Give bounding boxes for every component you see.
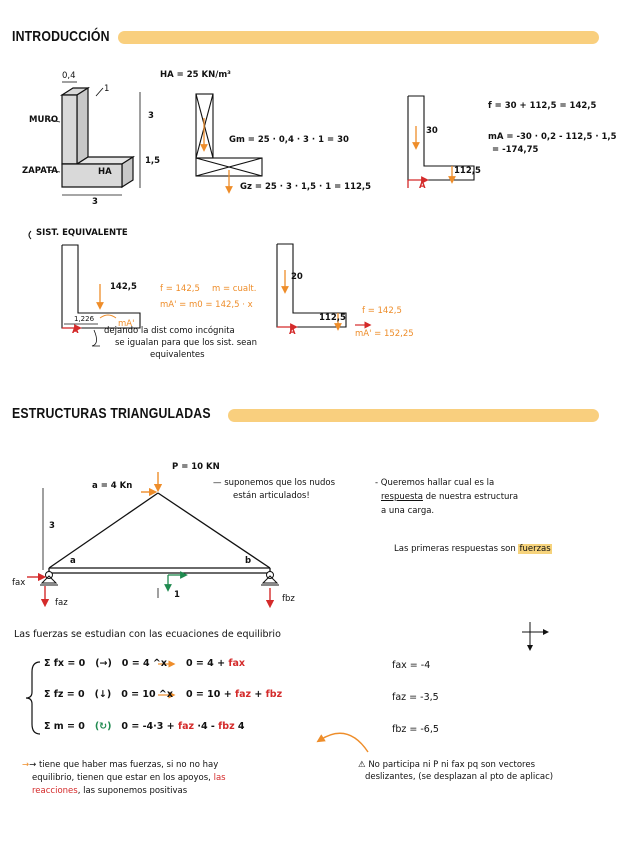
assumption-line1: — suponemos que los nudos	[213, 478, 336, 488]
equiv-distance: 1,226	[74, 315, 95, 323]
reaction-faz: faz	[55, 598, 68, 608]
point-a-label: A	[419, 181, 426, 191]
dim-height: 3	[148, 111, 154, 121]
truss-load-p: P = 10 KN	[172, 462, 220, 472]
first-responses: Las primeras respuestas son fuerzas	[394, 544, 552, 554]
l-wall-3d-drawing	[59, 86, 136, 189]
label-zapata: ZAPATA	[22, 166, 58, 176]
right-point-a: A	[289, 327, 296, 337]
right-load-112: 112,5	[319, 313, 346, 323]
node-b: b	[245, 556, 252, 566]
question-line3: a una carga.	[381, 506, 435, 516]
section-title-introduccion: INTRODUCCIÓN	[12, 28, 110, 45]
reactions-note-line3: reacciones, las suponemos positivas	[32, 786, 188, 796]
keyword-respuesta: respuesta	[381, 492, 423, 502]
reactions-note-line2: equilibrio, tienen que estar en los apoy…	[32, 773, 226, 783]
moment-a: mA = -30 · 0,2 - 112,5 · 1,5	[488, 132, 617, 142]
load-30: 30	[426, 126, 438, 136]
dim-top: 0,4	[62, 71, 76, 81]
weight-zapata: Gz = 25 · 3 · 1,5 · 1 = 112,5	[240, 182, 372, 192]
equiv-moment-any: m = cualt.	[212, 284, 257, 294]
equiv-force: f = 142,5	[160, 284, 200, 294]
moment-a-result: = -174,75	[492, 145, 539, 155]
equiv-moment-label: mA'	[118, 319, 135, 329]
question-line2: respuesta de nuestra estructura	[381, 492, 519, 502]
reaction-fax: fax	[12, 578, 26, 588]
sliding-vectors-note-line1: ⚠ No participa ni P ni fax pq son vector…	[358, 760, 536, 770]
resultant-force: f = 30 + 112,5 = 142,5	[488, 101, 597, 111]
sliding-vectors-note-line2: deslizantes, (se desplazan al pto de apl…	[365, 772, 554, 782]
equiv-title: SIST. EQUIVALENTE	[36, 228, 128, 238]
equiv-note-line2: se igualan para que los sist. sean	[115, 338, 257, 348]
truss-drawing	[48, 492, 271, 574]
equiv-note-line3: equivalentes	[150, 350, 205, 360]
eq-row-fz: Σ fz = 0 (↓) 0 = 10 ^x	[44, 689, 173, 700]
equilibrium-intro: Las fuerzas se estudian con las ecuacion…	[14, 629, 281, 640]
equiv-point-a: A	[72, 326, 79, 336]
truss-height: 3	[49, 521, 55, 531]
truss-load-left: a = 4 Kn	[92, 481, 133, 491]
equiv-load: 142,5	[110, 282, 137, 292]
reaction-fbz: fbz	[282, 594, 295, 604]
keyword-fuerzas: fuerzas	[518, 544, 552, 554]
node-a: a	[70, 556, 76, 566]
right-force: f = 142,5	[362, 306, 402, 316]
diagram-canvas	[25, 81, 549, 753]
label-ha: HA	[98, 167, 112, 177]
eq-row-fx: Σ fx = 0 (→) 0 = 4 ^x	[44, 658, 167, 669]
load-112: 112,5	[454, 166, 481, 176]
truss-span: 1	[174, 590, 180, 600]
equiv-note-line1: dejando la dist como incógnita	[104, 326, 235, 336]
weight-muro: Gm = 25 · 0,4 · 3 · 1 = 30	[229, 135, 349, 145]
eq-result-fbz: fbz = -6,5	[392, 724, 439, 735]
eq-row-fx-solve: 0 = 4 + fax	[186, 658, 246, 669]
unit-weight-label: HA = 25 KN/m³	[160, 70, 231, 80]
dim-base-height: 1,5	[145, 156, 161, 166]
section-highlight-bar	[228, 409, 599, 422]
section-title-estructuras: ESTRUCTURAS TRIANGULADAS	[12, 405, 211, 422]
eq-row-m: Σ m = 0 (↻) 0 = -4·3 + faz ·4 - fbz 4	[44, 721, 245, 732]
label-muro: MURO	[29, 115, 59, 125]
right-moment: mA' = 152,25	[355, 329, 414, 339]
assumption-line2: están articulados!	[233, 491, 310, 501]
eq-result-faz: faz = -3,5	[392, 692, 439, 703]
equiv-moment-x: mA' = m0 = 142,5 · x	[160, 300, 253, 310]
section-highlight-bar	[118, 31, 599, 44]
dim-width: 3	[92, 197, 98, 207]
dim-thickness: 1	[104, 84, 110, 94]
eq-row-fz-solve: 0 = 10 + faz + fbz	[186, 689, 283, 700]
eq-result-fax: fax = -4	[392, 660, 431, 671]
reactions-note-line1: →→ tiene que haber mas fuerzas, si no no…	[22, 760, 219, 770]
right-load-20: 20	[291, 272, 303, 282]
question-line1: - Queremos hallar cual es la	[375, 478, 495, 488]
